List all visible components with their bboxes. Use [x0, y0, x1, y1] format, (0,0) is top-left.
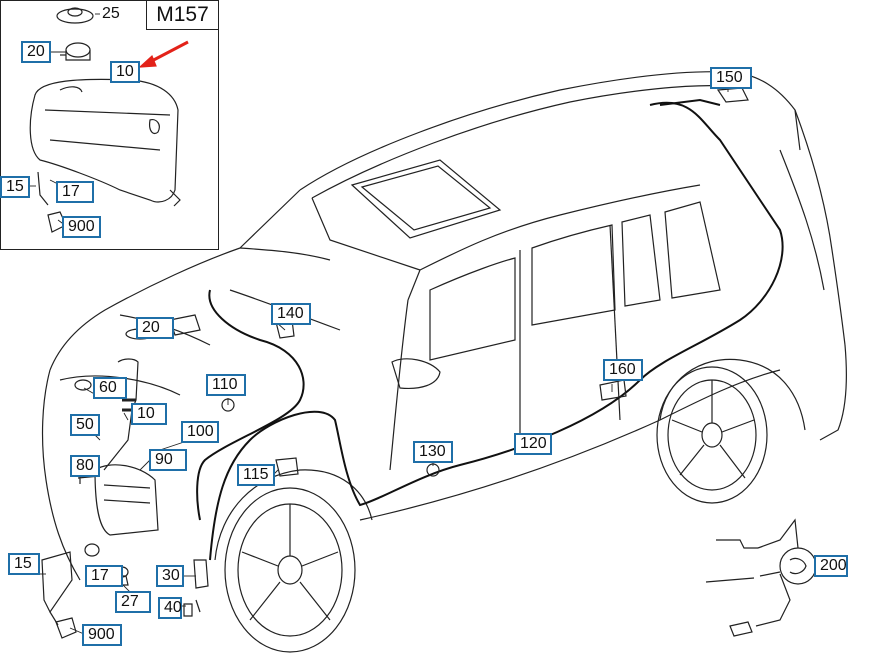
- part-40: [183, 603, 193, 617]
- callout-main-110[interactable]: 110: [206, 374, 246, 396]
- red-arrow-icon: [138, 40, 189, 68]
- callout-main-100[interactable]: 100: [181, 421, 219, 443]
- callout-main-20[interactable]: 20: [136, 317, 174, 339]
- callout-main-10[interactable]: 10: [131, 403, 167, 425]
- callout-inset-17[interactable]: 17: [56, 181, 94, 203]
- callout-main-90[interactable]: 90: [149, 449, 187, 471]
- callout-inset-10[interactable]: 10: [110, 61, 140, 83]
- callout-main-150[interactable]: 150: [710, 67, 752, 89]
- callout-main-200[interactable]: 200: [814, 555, 848, 577]
- hose-set-200: [705, 518, 817, 637]
- callout-inset-900[interactable]: 900: [62, 216, 101, 238]
- callout-inset-15[interactable]: 15: [0, 176, 30, 198]
- callout-main-40[interactable]: 40: [158, 597, 182, 619]
- front-wheel: [224, 487, 356, 653]
- inset-frame: [0, 0, 219, 250]
- callout-main-17[interactable]: 17: [85, 565, 123, 587]
- callout-main-60[interactable]: 60: [93, 377, 127, 399]
- callout-main-115[interactable]: 115: [237, 464, 275, 486]
- nozzle-150: [716, 87, 749, 103]
- inset-reservoir: [29, 7, 181, 233]
- callout-main-140[interactable]: 140: [271, 303, 311, 325]
- callout-inset-20[interactable]: 20: [21, 41, 51, 63]
- part-900-main: [55, 617, 77, 639]
- callout-inset-25[interactable]: 25: [102, 5, 120, 22]
- rear-wheel: [656, 366, 768, 504]
- model-code-label: M157: [146, 0, 219, 30]
- callout-main-80[interactable]: 80: [70, 455, 100, 477]
- part-60: [74, 379, 92, 391]
- callout-main-15[interactable]: 15: [8, 553, 40, 575]
- part-160: [599, 379, 627, 401]
- part-115: [275, 457, 299, 477]
- callout-main-30[interactable]: 30: [156, 565, 184, 587]
- pump-30: [193, 559, 209, 613]
- callout-main-130[interactable]: 130: [413, 441, 453, 463]
- callout-main-27[interactable]: 27: [115, 591, 151, 613]
- callout-main-900[interactable]: 900: [82, 624, 122, 646]
- callout-main-160[interactable]: 160: [603, 359, 643, 381]
- callout-main-120[interactable]: 120: [514, 433, 552, 455]
- callout-main-50[interactable]: 50: [70, 414, 100, 436]
